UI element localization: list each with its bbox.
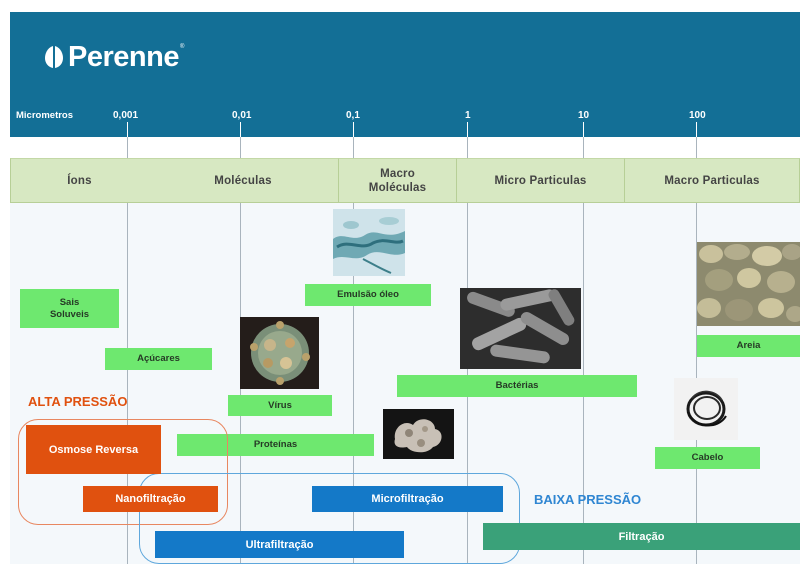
process-label: Microfiltração — [371, 493, 444, 505]
process-filtracao: Filtração — [483, 523, 800, 550]
baixa-pressao-title: BAIXA PRESSÃO — [534, 492, 642, 507]
band-label: Micro Particulas — [494, 174, 587, 187]
scale-tick-label: 100 — [689, 110, 706, 121]
alta-pressao-title: ALTA PRESSÃO — [28, 394, 128, 409]
band-label: Íons — [67, 174, 92, 187]
process-label: Filtração — [618, 530, 665, 543]
particle-label: Vírus — [268, 399, 292, 411]
oil-emulsion-image — [333, 209, 405, 276]
scale-gridline — [583, 137, 584, 564]
band-macro-particulas: Macro Particulas — [625, 158, 800, 203]
process-label: Nanofiltração — [115, 493, 186, 505]
particle-emulsao-oleo: Emulsão óleo — [305, 284, 431, 306]
particle-areia: Areia — [697, 335, 800, 357]
sand-image — [697, 242, 800, 326]
particle-proteinas: Proteínas — [177, 434, 374, 456]
brand-logo: Perenne® — [44, 40, 184, 74]
band-ions: Íons — [10, 158, 149, 203]
scale-tick-label: 0,01 — [232, 110, 252, 121]
particle-cabelo: Cabelo — [655, 447, 760, 469]
particle-label: Sais — [59, 296, 80, 308]
band-micro-particulas: Micro Particulas — [457, 158, 625, 203]
particle-label: Soluveis — [49, 308, 90, 320]
scale-tick-label: 0,001 — [113, 110, 139, 121]
particle-sais-soluveis: Sais Soluveis — [20, 289, 119, 328]
process-ultrafiltracao: Ultrafiltração — [155, 531, 404, 558]
scale-tick — [353, 122, 354, 137]
particle-label: Bactérias — [495, 380, 539, 391]
band-moleculas: Moléculas — [148, 158, 339, 203]
scale-gridline — [696, 137, 697, 564]
scale-tick-label: 1 — [465, 110, 471, 121]
particle-label: Areia — [736, 340, 761, 351]
particle-label: Açúcares — [137, 353, 180, 364]
particle-label: Proteínas — [253, 439, 298, 450]
particle-virus: Vírus — [228, 395, 332, 416]
scale-tick-label: 10 — [578, 110, 590, 121]
brand-name: Perenne — [68, 40, 179, 73]
band-macro-moleculas: Macro Moléculas — [339, 158, 457, 203]
scale-tick — [696, 122, 697, 137]
scale-tick-label: 0,1 — [346, 110, 360, 121]
scale-unit-label: Micrometros — [16, 110, 74, 121]
process-label: Osmose Reversa — [48, 443, 139, 456]
alta-pressao-group — [18, 419, 228, 525]
scale-tick — [240, 122, 241, 137]
band-label: Macro — [380, 167, 415, 180]
band-label: Macro Particulas — [664, 174, 760, 187]
bacteria-image — [460, 288, 581, 369]
scale-tick — [467, 122, 468, 137]
process-microfiltracao: Microfiltração — [312, 486, 503, 512]
hair-image — [674, 378, 738, 440]
particle-bacterias: Bactérias — [397, 375, 637, 397]
band-label: Moléculas — [368, 181, 427, 194]
trademark-mark: ® — [179, 44, 184, 50]
virus-image — [240, 317, 319, 389]
particle-acucares: Açúcares — [105, 348, 212, 370]
particle-label: Cabelo — [691, 452, 724, 463]
process-label: Ultrafiltração — [245, 538, 314, 551]
scale-gridline — [353, 137, 354, 564]
protein-image — [383, 409, 454, 459]
particle-label: Emulsão óleo — [337, 289, 399, 300]
perenne-leaf-icon — [45, 46, 63, 68]
header-bar — [10, 12, 800, 137]
scale-tick — [127, 122, 128, 137]
band-label: Moléculas — [214, 174, 272, 187]
scale-tick — [583, 122, 584, 137]
process-nanofiltracao: Nanofiltração — [83, 486, 218, 512]
process-osmose-reversa: Osmose Reversa — [26, 425, 161, 474]
